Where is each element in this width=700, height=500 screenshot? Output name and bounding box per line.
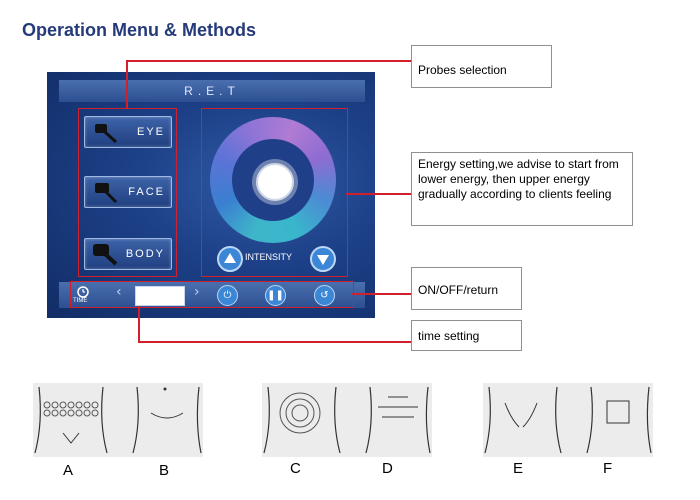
eye-probe-icon <box>95 124 118 144</box>
probe-eye-label: EYE <box>136 126 165 138</box>
header-bar: R.E.T <box>59 80 365 102</box>
method-label-a: A <box>63 462 74 479</box>
probe-body-label: BODY <box>125 248 165 260</box>
device-screen: R.E.T EYE FACE BODY INTENSITY <box>47 72 375 318</box>
method-label-e: E <box>513 460 524 477</box>
method-label-d: D <box>382 460 393 477</box>
body-outline-ef-icon <box>484 386 652 454</box>
triangle-up-icon <box>224 253 236 263</box>
intensity-label: INTENSITY <box>245 252 293 262</box>
method-label-b: B <box>159 462 170 479</box>
energy-highlight-box <box>201 108 348 277</box>
page-title: Operation Menu & Methods <box>22 20 256 40</box>
intensity-down-button[interactable] <box>310 246 336 272</box>
time-label: TIME <box>73 298 88 304</box>
body-probe-icon <box>93 244 118 266</box>
methods-ab-diagram <box>33 383 203 457</box>
dial-knob[interactable] <box>256 163 294 201</box>
probe-face-label: FACE <box>128 186 165 198</box>
power-button[interactable]: ⏻ <box>217 285 238 306</box>
probe-face-button[interactable]: FACE <box>84 176 172 208</box>
probes-callout: Probes selection <box>411 45 552 88</box>
time-display <box>135 286 185 306</box>
methods-cd-diagram <box>262 383 432 457</box>
control-bar: TIME ‹ › ⏻ ❚❚ ↺ <box>59 282 365 308</box>
methods-ef-diagram <box>483 383 653 457</box>
body-outline-ab-icon <box>34 386 202 454</box>
method-label-f: F <box>603 460 613 477</box>
time-callout: time setting <box>411 320 522 351</box>
onoff-leader <box>352 293 411 295</box>
body-outline-cd-icon <box>263 386 431 454</box>
energy-callout: Energy setting,we advise to start from l… <box>411 152 633 226</box>
intensity-up-button[interactable] <box>217 246 243 272</box>
time-leader-horizontal <box>138 341 411 343</box>
time-decrease-chevron-icon[interactable]: ‹ <box>116 284 122 300</box>
probe-eye-button[interactable]: EYE <box>84 116 172 148</box>
intensity-dial[interactable] <box>210 117 336 243</box>
probes-highlight-box <box>78 108 177 277</box>
controls-highlight-box <box>70 281 354 308</box>
triangle-down-icon <box>317 255 329 265</box>
probes-leader-horizontal <box>126 60 411 62</box>
pause-button[interactable]: ❚❚ <box>265 285 286 306</box>
energy-leader <box>346 193 411 195</box>
probe-body-button[interactable]: BODY <box>84 238 172 270</box>
time-leader-vertical <box>138 306 140 342</box>
method-label-c: C <box>290 460 301 477</box>
alarm-clock-icon <box>77 286 89 298</box>
header-title: R.E.T <box>184 84 240 98</box>
onoff-callout: ON/OFF/return <box>411 267 522 310</box>
time-increase-chevron-icon[interactable]: › <box>194 284 200 300</box>
face-probe-icon <box>95 183 118 204</box>
return-button[interactable]: ↺ <box>314 285 335 306</box>
probes-leader-vertical <box>126 60 128 108</box>
